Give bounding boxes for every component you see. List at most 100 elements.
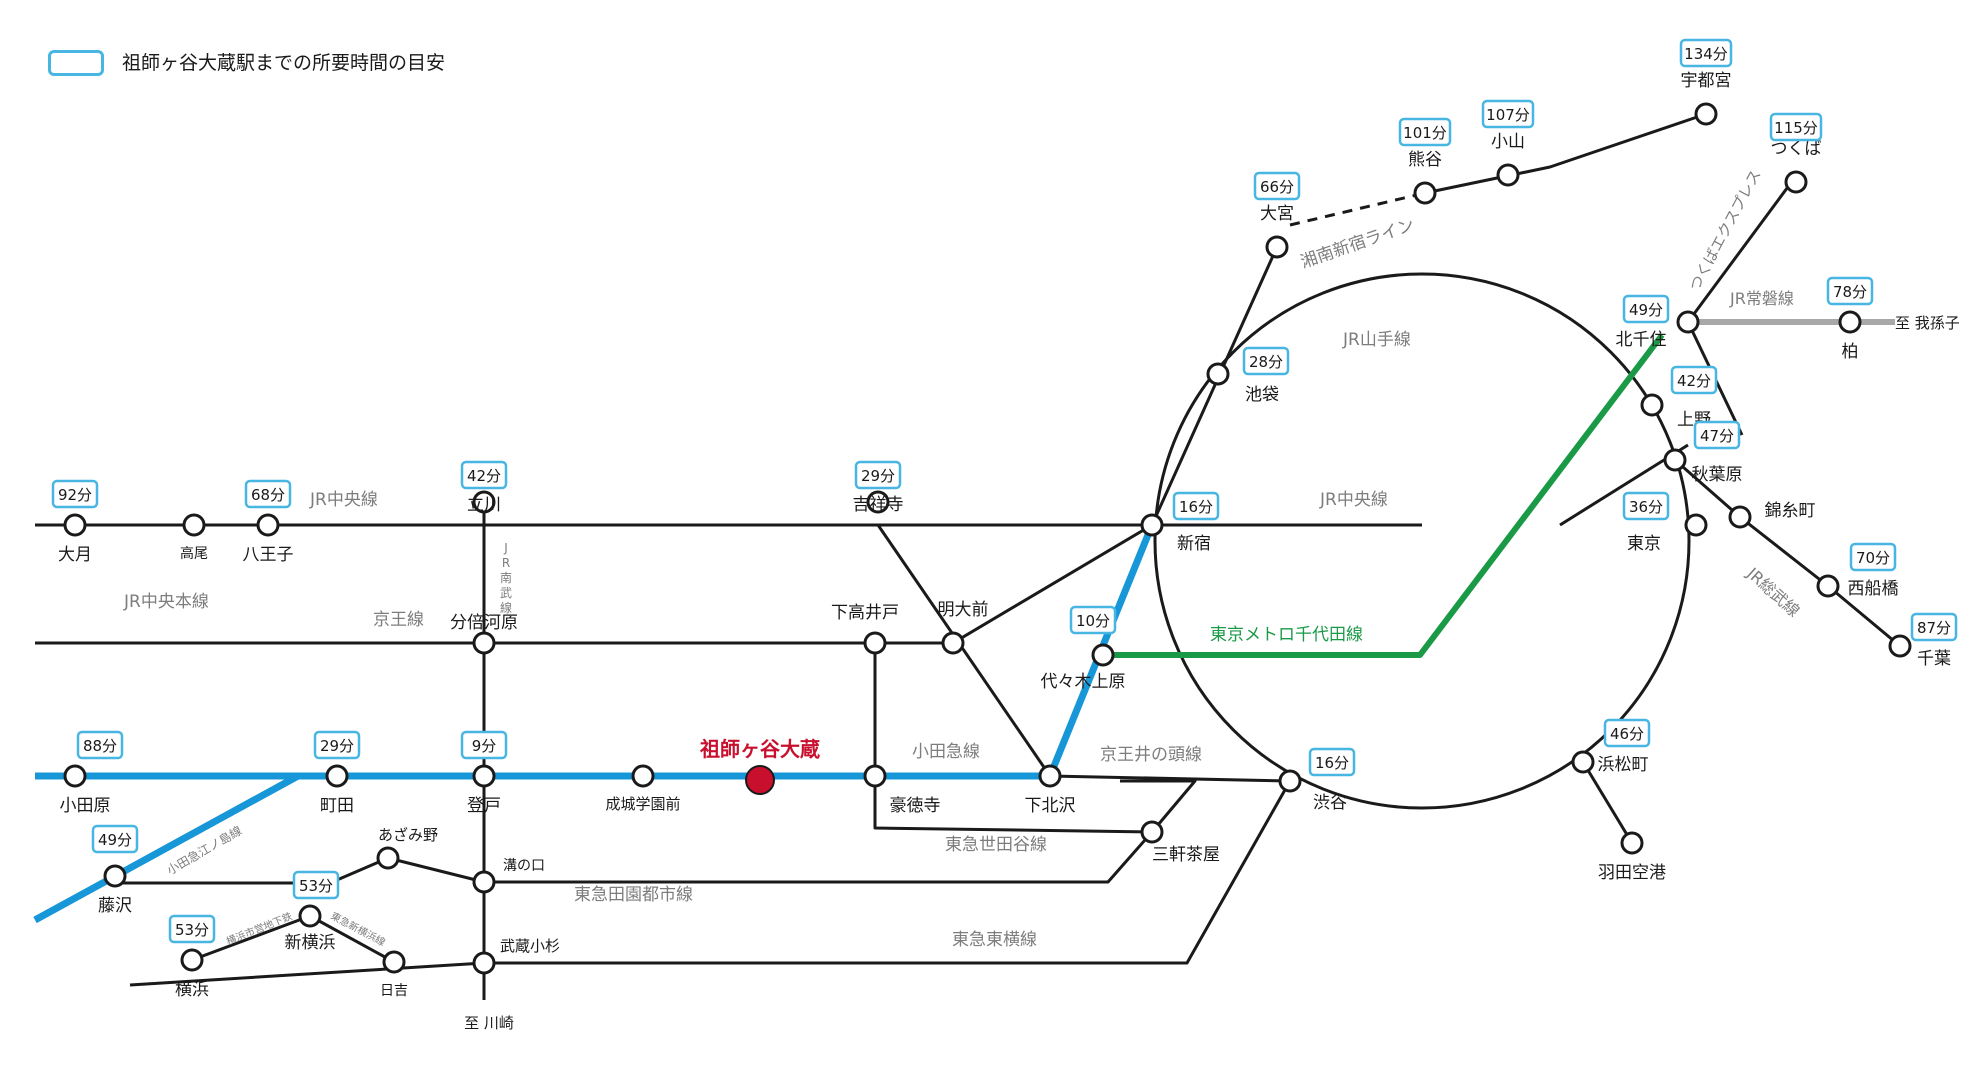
station-name: 西船橋 bbox=[1848, 579, 1899, 599]
station-hiyoshi[interactable]: 日吉 bbox=[380, 950, 408, 999]
station-musashikosugi[interactable]: 武蔵小杉 bbox=[472, 937, 560, 975]
home-station-dot bbox=[745, 765, 775, 795]
travel-time-box bbox=[91, 824, 139, 854]
station-name: 柏 bbox=[1842, 342, 1859, 362]
line-label-keio: 京王線 bbox=[373, 610, 424, 630]
station-name: 新横浜 bbox=[285, 933, 336, 953]
station-dot bbox=[1140, 513, 1164, 537]
yamanote-line bbox=[1153, 272, 1691, 810]
line-label-yamanote: JR山手線 bbox=[1342, 330, 1411, 350]
saikyo-line bbox=[1150, 246, 1279, 526]
station-takao[interactable]: 高尾 bbox=[180, 513, 208, 562]
travel-time: 28分 bbox=[1249, 353, 1283, 371]
station-dot bbox=[472, 764, 496, 788]
station-mizonokuchi[interactable]: 溝の口 bbox=[472, 858, 545, 894]
station-azamino[interactable]: あざみ野 bbox=[376, 826, 438, 870]
sobu-b bbox=[1827, 584, 1901, 648]
station-haneda[interactable]: 羽田空港 bbox=[1598, 831, 1666, 883]
station-name: 至 川崎 bbox=[464, 1014, 514, 1032]
station-name: 溝の口 bbox=[503, 858, 545, 874]
travel-time: 49分 bbox=[98, 831, 132, 849]
station-dot bbox=[256, 513, 280, 537]
travel-time-box bbox=[1172, 491, 1220, 521]
station-dot bbox=[863, 631, 887, 655]
station-kinshicho[interactable]: 錦糸町 bbox=[1728, 501, 1816, 529]
station-name: 渋谷 bbox=[1313, 793, 1347, 813]
station-abiko[interactable]: 至 我孫子 bbox=[1895, 314, 1960, 332]
station-seijogakuen[interactable]: 成城学園前 bbox=[605, 764, 681, 813]
station-dot bbox=[382, 950, 406, 974]
travel-time-box bbox=[1481, 99, 1535, 129]
station-dot bbox=[1620, 831, 1644, 855]
station-dot bbox=[376, 846, 400, 870]
station-name: あざみ野 bbox=[378, 826, 438, 844]
travel-time-box bbox=[1679, 38, 1733, 68]
travel-time-box bbox=[168, 914, 216, 944]
station-shibuya[interactable]: 渋谷 16分 bbox=[1278, 747, 1356, 813]
station-dot bbox=[63, 513, 87, 537]
station-kawasaki[interactable]: 至 川崎 bbox=[464, 1014, 514, 1032]
station-soshigaya-okura[interactable]: 祖師ヶ谷大蔵 bbox=[699, 737, 820, 795]
line-label-denentoshi: 東急田園都市線 bbox=[574, 885, 693, 905]
line-label-joban: JR常磐線 bbox=[1729, 289, 1794, 308]
travel-time-box bbox=[1398, 117, 1452, 147]
tsukuba-express bbox=[1686, 175, 1798, 323]
station-name: 秋葉原 bbox=[1692, 465, 1743, 485]
station-shimokitazawa[interactable]: 下北沢 bbox=[1025, 764, 1076, 816]
line-label-keio-inokashira: 京王井の頭線 bbox=[1100, 745, 1202, 765]
station-dot bbox=[472, 870, 496, 894]
station-gotokuji[interactable]: 豪徳寺 bbox=[863, 764, 941, 816]
station-dot bbox=[1784, 170, 1808, 194]
travel-time: 9分 bbox=[472, 737, 497, 755]
station-name: 錦糸町 bbox=[1765, 501, 1816, 521]
station-shimotakaido[interactable]: 下高井戸 bbox=[831, 603, 899, 655]
station-bubaigawara[interactable]: 分倍河原 bbox=[450, 613, 518, 655]
travel-time: 42分 bbox=[467, 467, 501, 485]
station-name: 東京 bbox=[1627, 534, 1661, 554]
line-label-toyoko: 東急東横線 bbox=[952, 930, 1037, 950]
station-dot bbox=[1278, 769, 1302, 793]
station-dot bbox=[63, 764, 87, 788]
station-name: 横浜 bbox=[175, 980, 209, 1000]
station-sangenjaya[interactable]: 三軒茶屋 bbox=[1140, 820, 1220, 865]
sobu-dash bbox=[1739, 515, 1829, 588]
meidaimae-shinjuku bbox=[952, 523, 1153, 645]
station-meidaimae[interactable]: 明大前 bbox=[938, 600, 989, 655]
line-label-setagaya: 東急世田谷線 bbox=[945, 835, 1047, 855]
travel-time: 29分 bbox=[320, 737, 354, 755]
station-dot bbox=[1413, 181, 1437, 205]
station-dot bbox=[180, 948, 204, 972]
legend-label: 祖師ヶ谷大蔵駅までの所要時間の目安 bbox=[122, 52, 446, 74]
travel-time-box bbox=[313, 730, 361, 760]
haneda-line bbox=[1581, 761, 1634, 844]
station-dot bbox=[631, 764, 655, 788]
travel-time: 16分 bbox=[1315, 754, 1349, 772]
